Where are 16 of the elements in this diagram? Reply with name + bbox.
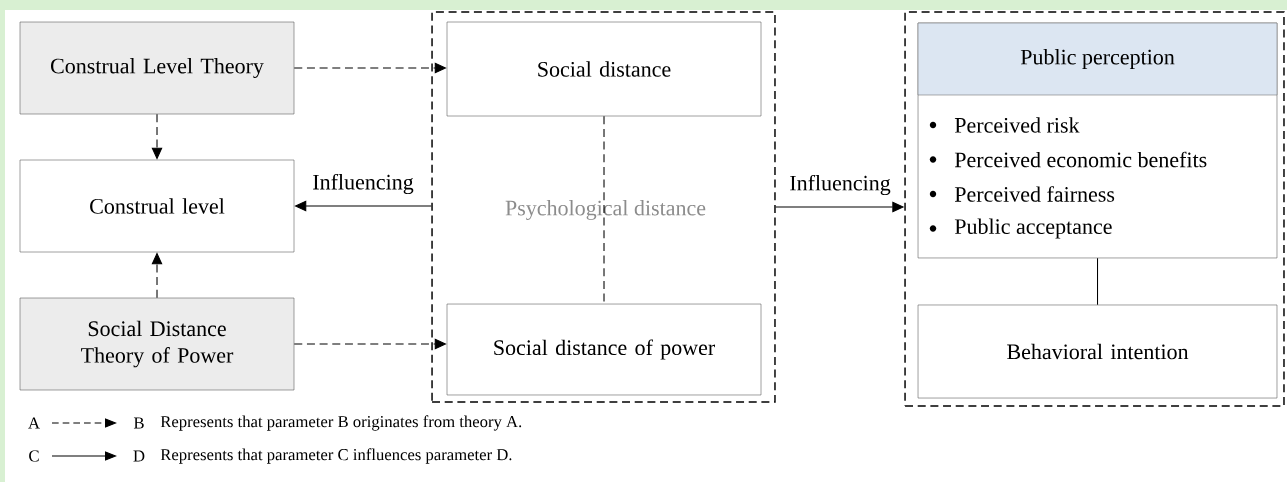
connector-line <box>603 115 605 305</box>
legend-letter: C <box>29 450 39 462</box>
concept-box: Behavioral intention <box>917 304 1278 399</box>
legend-letter: A <box>28 417 40 429</box>
dashed-group-frame <box>904 11 1285 407</box>
list-box: Public perception Perceived risk Perceived economic benefits Perceived fairness Public acceptance <box>917 22 1278 259</box>
concept-box: Construal level <box>19 159 295 253</box>
legend-text: Represents that parameter B originates from theory A. <box>160 415 522 431</box>
legend-letter: B <box>133 417 144 429</box>
concept-box: Social distance of power <box>446 303 762 396</box>
legend-text: Represents that parameter C influences parameter D. <box>160 448 512 464</box>
concept-box: Social distance <box>446 21 762 117</box>
connector-line <box>1096 257 1099 306</box>
theory-box: Construal Level Theory <box>19 21 295 115</box>
theory-box: Social Distance Theory of Power <box>19 297 295 391</box>
legend-letter: D <box>133 450 145 462</box>
